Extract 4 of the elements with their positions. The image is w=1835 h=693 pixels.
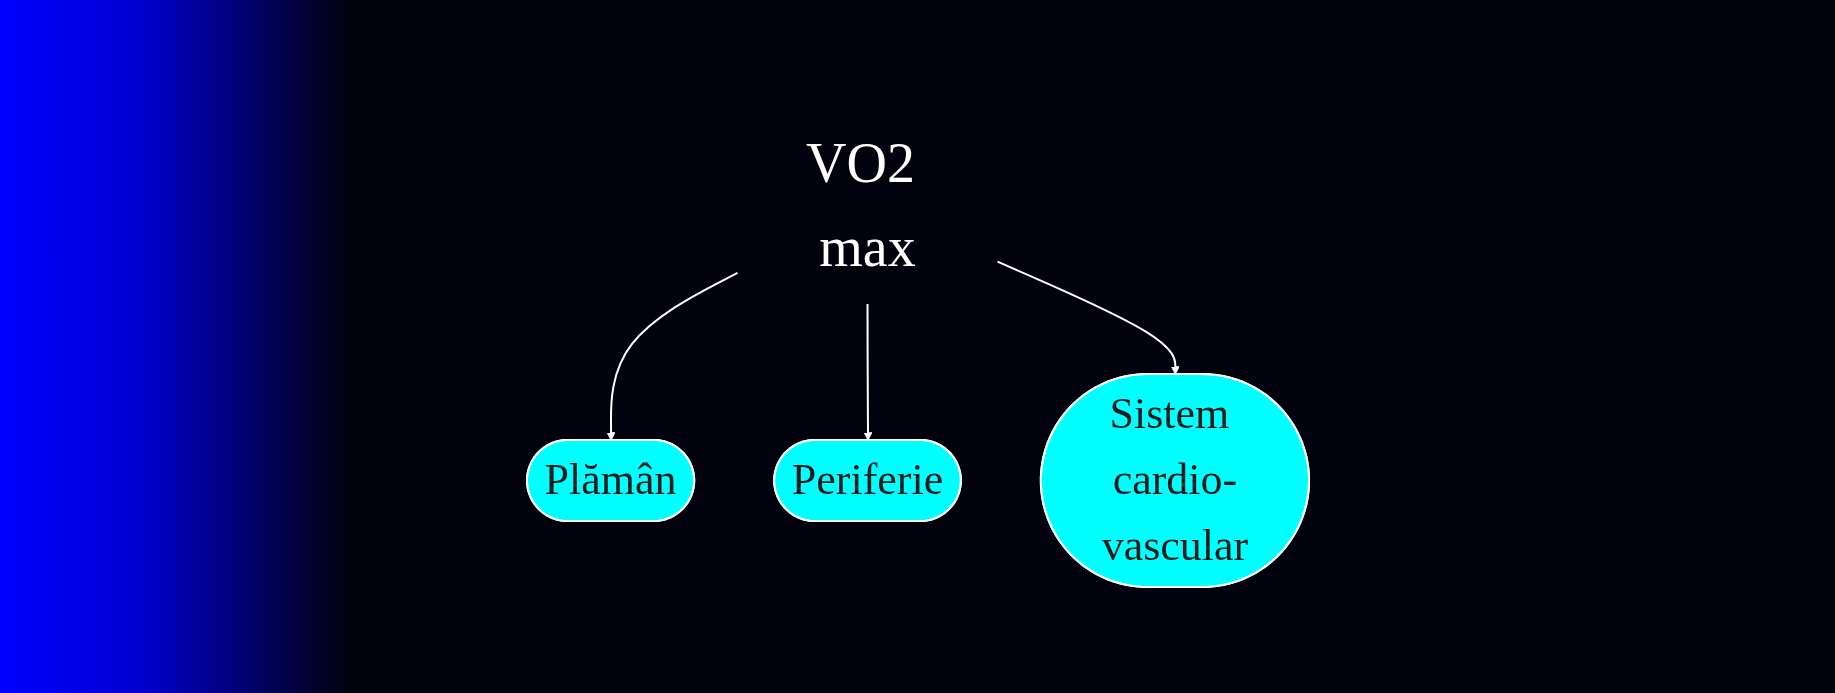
arrow [996,260,1180,375]
arrow [863,303,872,441]
arrow [606,271,739,441]
node-text: VO2 max [805,132,916,278]
